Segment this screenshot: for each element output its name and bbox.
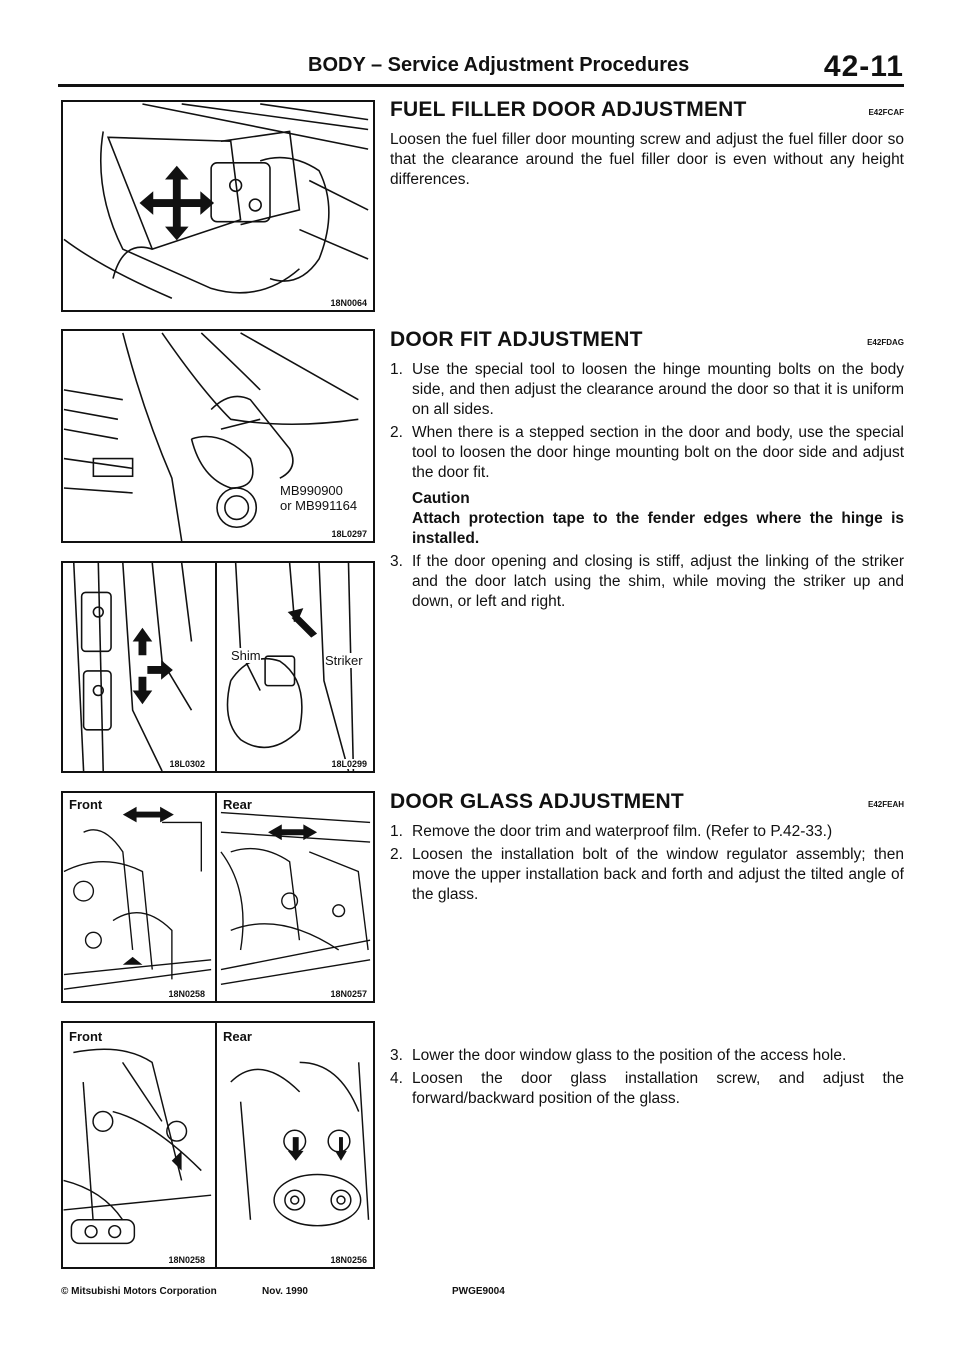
caution-title: Caution <box>412 490 470 507</box>
step-text: Remove the door trim and waterproof film… <box>412 823 833 840</box>
fuel-filler-illustration <box>63 103 369 299</box>
steps-list: 1. Use the special tool to loosen the hi… <box>390 360 904 612</box>
figure-code-right: 18N0256 <box>328 1255 369 1265</box>
step-item: 3. If the door opening and closing is st… <box>390 552 904 612</box>
figure-fuel-filler-door: 18N0064 <box>61 100 375 312</box>
shim-label: Shim <box>231 648 261 663</box>
figure-hinge-tool: MB990900 or MB991164 18L0297 <box>61 329 375 543</box>
footer-date: Nov. 1990 <box>262 1286 308 1297</box>
header-rule <box>58 84 904 87</box>
figure-divider <box>215 1023 217 1267</box>
striker-shim-illustration <box>72 563 355 771</box>
section-title: DOOR FIT ADJUSTMENT <box>390 328 643 351</box>
striker-label: Striker <box>325 653 363 668</box>
section-header: DOOR GLASS ADJUSTMENT E42FEAH <box>390 790 904 822</box>
rear-label: Rear <box>223 797 252 812</box>
figure-code: 18L0297 <box>329 529 369 539</box>
section-code: E42FCAF <box>868 108 904 117</box>
section-door-fit: DOOR FIT ADJUSTMENT E42FDAG 1. Use the s… <box>390 328 904 615</box>
page-number: 42-11 <box>823 50 904 83</box>
figure-code-left: 18N0258 <box>166 1255 207 1265</box>
figure-glass-screws: Front Rear 18N0258 18N0256 <box>61 1021 375 1269</box>
section-body: Loosen the fuel filler door mounting scr… <box>390 131 904 188</box>
front-label: Front <box>69 797 103 812</box>
section-header: DOOR FIT ADJUSTMENT E42FDAG <box>390 328 904 360</box>
figure-code-right: 18N0257 <box>328 989 369 999</box>
figure-code: 18N0064 <box>328 298 369 308</box>
figure-code-right: 18L0299 <box>329 759 369 769</box>
step-number: 2. <box>390 846 403 863</box>
step-item: 3. Lower the door window glass to the po… <box>390 1046 904 1066</box>
figure-striker-shim: Shim Striker 18L0302 18L0299 <box>61 561 375 773</box>
step-text: When there is a stepped section in the d… <box>412 424 904 481</box>
footer-doc-code: PWGE9004 <box>452 1286 505 1297</box>
figure-divider <box>215 563 217 771</box>
section-door-glass: DOOR GLASS ADJUSTMENT E42FEAH 1. Remove … <box>390 790 904 908</box>
step-text: Use the special tool to loosen the hinge… <box>412 361 904 418</box>
step-item: 2. Loosen the installation bolt of the w… <box>390 845 904 905</box>
step-number: 3. <box>390 1047 403 1064</box>
steps-list: 1. Remove the door trim and waterproof f… <box>390 822 904 905</box>
section-title: DOOR GLASS ADJUSTMENT <box>390 790 684 813</box>
figure-divider <box>215 793 217 1001</box>
glass-screws-illustration <box>63 1048 370 1245</box>
header-title: BODY – Service Adjustment Procedures <box>308 54 690 76</box>
section-title: FUEL FILLER DOOR ADJUSTMENT <box>390 98 747 121</box>
section-code: E42FDAG <box>867 338 904 347</box>
step-number: 4. <box>390 1070 403 1087</box>
step-text: If the door opening and closing is stiff… <box>412 553 904 610</box>
step-text: Loosen the installation bolt of the wind… <box>412 846 904 903</box>
step-number: 1. <box>390 823 403 840</box>
step-number: 2. <box>390 424 403 441</box>
step-text: Lower the door window glass to the posit… <box>412 1047 847 1064</box>
window-regulator-illustration <box>63 806 371 990</box>
step-item: 2. When there is a stepped section in th… <box>390 423 904 549</box>
step-item: 4. Loosen the door glass installation sc… <box>390 1069 904 1109</box>
step-text: Loosen the door glass installation screw… <box>412 1070 904 1107</box>
figure-window-regulator: Front Rear 18N0258 18N0257 <box>61 791 375 1003</box>
figure-code-left: 18N0258 <box>166 989 207 999</box>
step-number: 1. <box>390 361 403 378</box>
steps-list: 3. Lower the door window glass to the po… <box>390 1046 904 1109</box>
section-header: FUEL FILLER DOOR ADJUSTMENT E42FCAF <box>390 98 904 130</box>
section-code: E42FEAH <box>867 800 904 809</box>
caution-text: Attach protection tape to the fender edg… <box>412 510 904 547</box>
figure-code-left: 18L0302 <box>167 759 207 769</box>
page-header: BODY – Service Adjustment Procedures 42-… <box>58 50 904 87</box>
special-tool-label: MB990900 or MB991164 <box>280 483 358 513</box>
step-item: 1. Use the special tool to loosen the hi… <box>390 360 904 420</box>
step-number: 3. <box>390 553 403 570</box>
rear-label: Rear <box>223 1029 252 1044</box>
footer-copyright: © Mitsubishi Motors Corporation <box>61 1286 217 1297</box>
front-label: Front <box>69 1029 103 1044</box>
section-fuel-filler-door: FUEL FILLER DOOR ADJUSTMENT E42FCAF Loos… <box>390 98 904 190</box>
section-door-glass-continued: 3. Lower the door window glass to the po… <box>390 1046 904 1112</box>
step-item: 1. Remove the door trim and waterproof f… <box>390 822 904 842</box>
hinge-tool-illustration <box>63 332 359 541</box>
